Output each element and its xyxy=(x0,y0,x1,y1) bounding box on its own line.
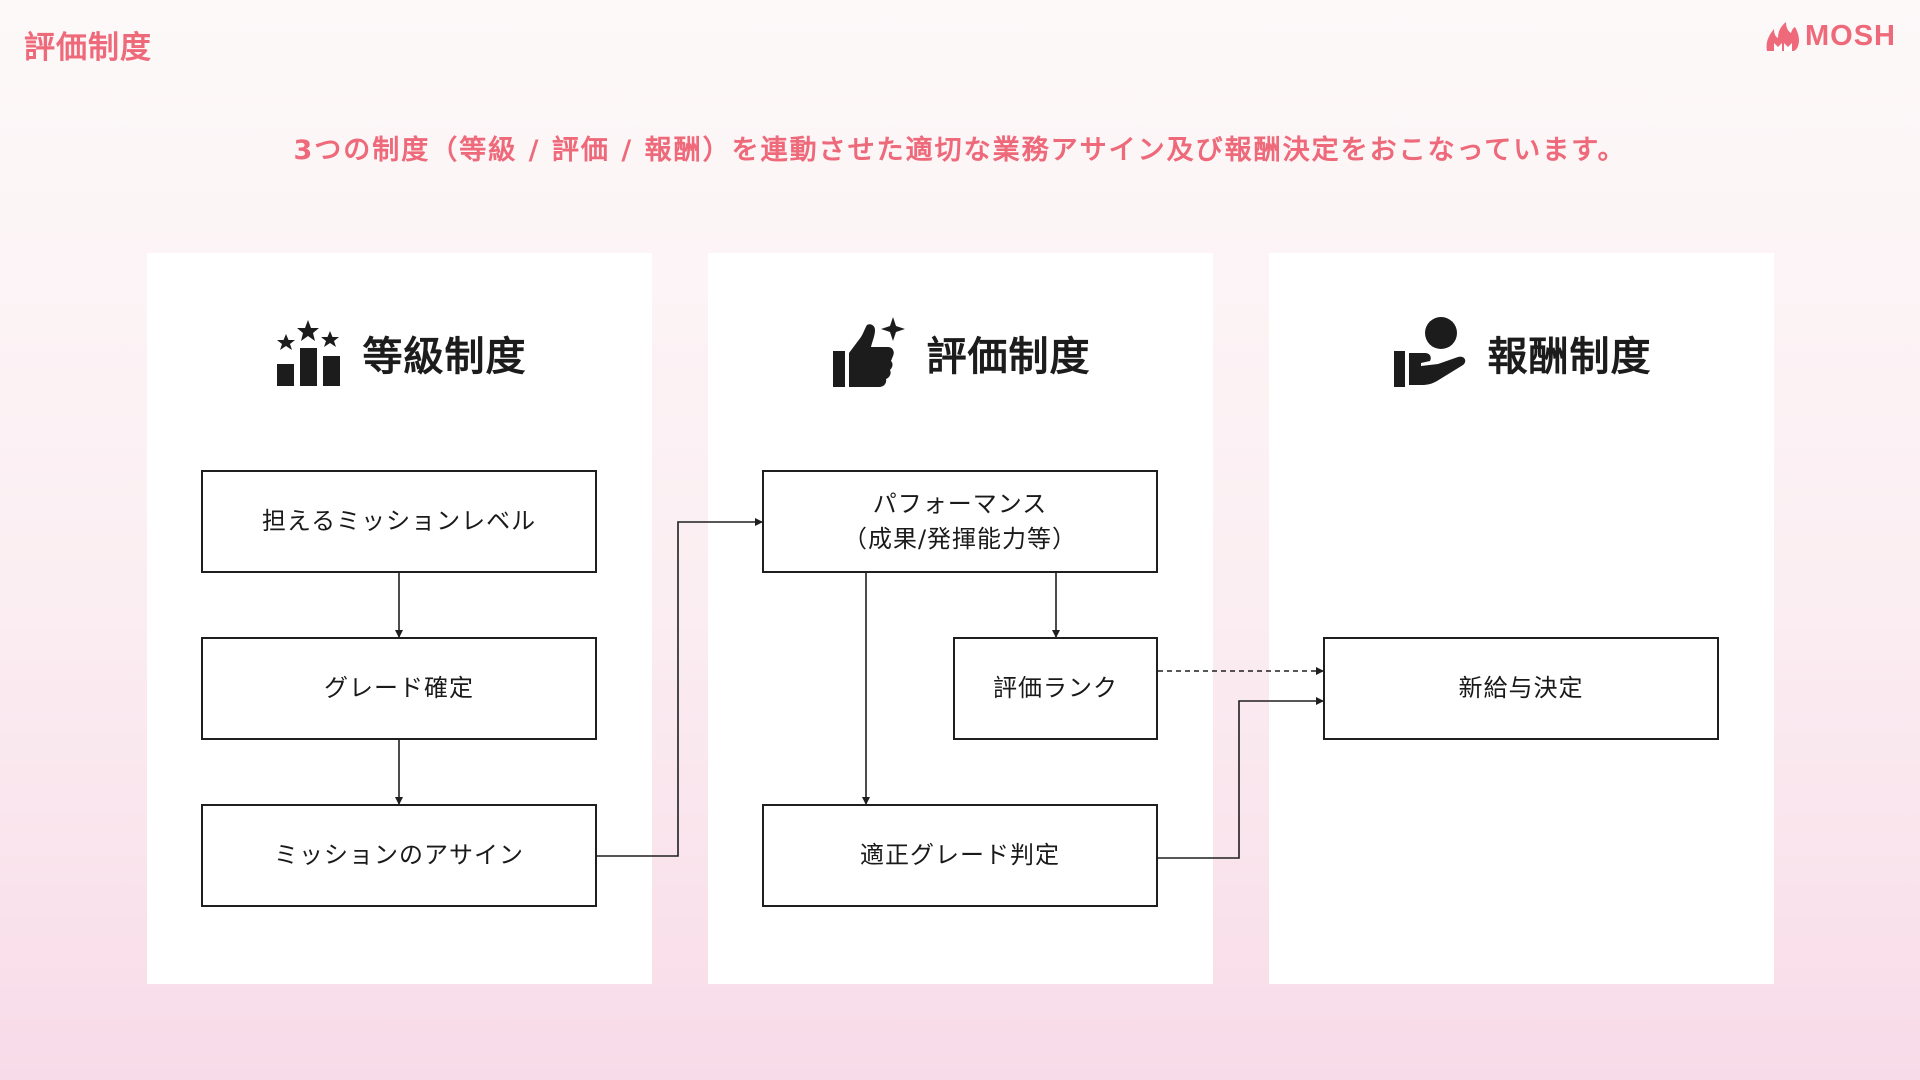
mission-level-label: 担えるミッションレベル xyxy=(261,507,537,536)
mosh-flame-icon xyxy=(1766,21,1799,51)
grade-system-header: 等級制度 xyxy=(147,318,652,388)
page-title: 評価制度 xyxy=(24,30,152,66)
evaluation-rank-box: 評価ランク xyxy=(953,637,1158,740)
proper-grade-label: 適正グレード判定 xyxy=(860,841,1060,870)
brand-logo: MOSH xyxy=(1765,20,1896,53)
compensation-system-header: 報酬制度 xyxy=(1269,317,1774,388)
evaluation-system-title: 評価制度 xyxy=(926,334,1091,380)
mission-level-box: 担えるミッションレベル xyxy=(201,470,597,573)
thumbs-up-sparkle-icon xyxy=(832,317,905,387)
evaluation-system-header: 評価制度 xyxy=(708,317,1213,388)
grade-confirm-label: グレード確定 xyxy=(324,674,474,703)
compensation-system-title: 報酬制度 xyxy=(1487,334,1652,380)
new-salary-box: 新給与決定 xyxy=(1323,637,1719,740)
proper-grade-box: 適正グレード判定 xyxy=(762,804,1158,907)
performance-box: パフォーマンス （成果/発揮能力等） xyxy=(762,470,1158,573)
mission-assign-label: ミッションのアサイン xyxy=(274,841,524,870)
mission-assign-box: ミッションのアサイン xyxy=(201,804,597,907)
performance-detail-label: （成果/発揮能力等） xyxy=(842,524,1078,553)
grade-system-title: 等級制度 xyxy=(362,334,527,380)
hand-receiving-person-icon xyxy=(1393,317,1465,387)
evaluation-rank-label: 評価ランク xyxy=(993,674,1118,703)
compensation-system-panel: 報酬制度 xyxy=(1269,253,1774,984)
subtitle: 3つの制度（等級 / 評価 / 報酬）を連動させた適切な業務アサイン及び報酬決定… xyxy=(293,135,1627,166)
new-salary-label: 新給与決定 xyxy=(1458,674,1584,703)
ranking-podium-stars-icon xyxy=(276,320,340,386)
grade-confirm-box: グレード確定 xyxy=(201,637,597,740)
performance-label: パフォーマンス xyxy=(872,489,1048,518)
logo-text: MOSH xyxy=(1805,20,1896,52)
